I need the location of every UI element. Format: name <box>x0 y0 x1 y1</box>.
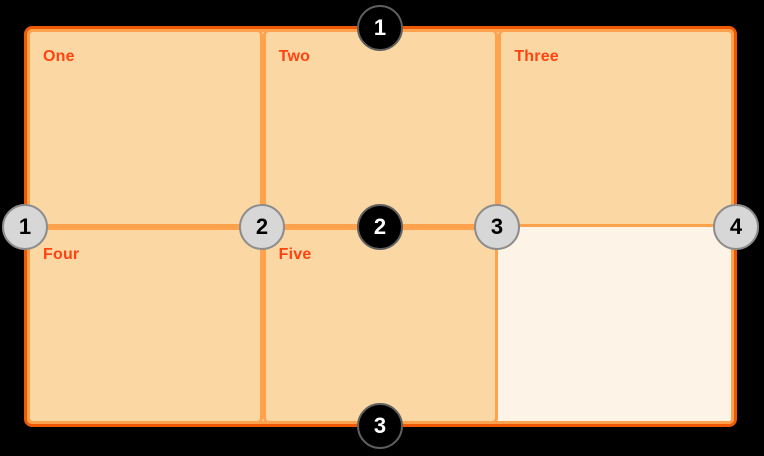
cell-label: One <box>43 48 75 65</box>
grid-cell-three: Three <box>498 29 734 227</box>
grid-cell-four: Four <box>27 226 263 424</box>
badge-number: 2 <box>255 214 269 239</box>
grid-cell-empty <box>498 227 734 425</box>
row-line-badge-3: 3 <box>357 403 403 449</box>
column-line-badge-1: 1 <box>2 204 48 250</box>
badge-number: 1 <box>18 214 32 239</box>
column-line-badge-4: 4 <box>713 204 759 250</box>
badge-number: 2 <box>373 214 387 239</box>
grid-cell-two: Two <box>262 29 499 227</box>
grid-cell-five: Five <box>262 226 499 424</box>
grid: One Two Three Four Five <box>27 29 734 424</box>
row-line-badge-1: 1 <box>357 5 403 51</box>
grid-container: One Two Three Four Five <box>24 26 737 427</box>
column-line-badge-2: 2 <box>239 204 285 250</box>
cell-label: Three <box>514 48 559 65</box>
cell-label: Two <box>278 48 311 65</box>
grid-cell-one: One <box>27 29 263 227</box>
badge-number: 4 <box>729 214 743 239</box>
cell-label: Five <box>278 245 312 263</box>
row-line-badge-2: 2 <box>357 204 403 250</box>
badge-number: 3 <box>373 413 387 438</box>
column-line-badge-3: 3 <box>474 204 520 250</box>
cell-label: Four <box>43 245 80 263</box>
badge-number: 1 <box>373 15 387 40</box>
badge-number: 3 <box>490 214 504 239</box>
